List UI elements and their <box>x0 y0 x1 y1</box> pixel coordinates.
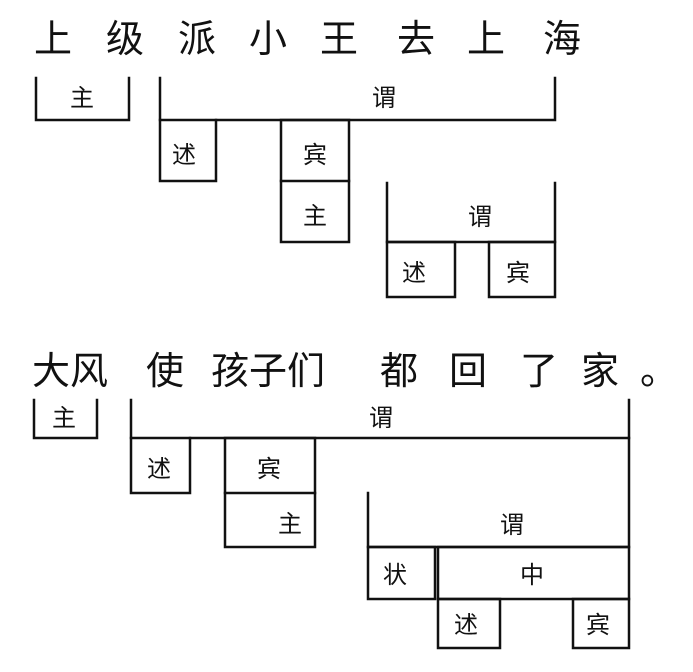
sentence-2-word: 家 <box>581 349 619 393</box>
head-verb-label: 述 <box>454 611 478 639</box>
predicate-bracket <box>129 398 631 440</box>
inner-verb-box <box>385 240 457 299</box>
sentence-2-word: 孩子们 <box>211 349 325 393</box>
subject-bracket <box>34 76 131 122</box>
head-object-box <box>571 597 631 650</box>
object-label: 宾 <box>257 455 281 483</box>
sentence-1-word: 上 <box>34 17 72 61</box>
subject-bracket <box>32 398 99 440</box>
inner-verb-label: 述 <box>402 259 426 287</box>
verb-box <box>158 118 218 183</box>
head-object-label: 宾 <box>586 611 610 639</box>
predicate-bracket <box>158 76 557 122</box>
sentence-1-word: 上 <box>467 17 505 61</box>
inner-predicate-label: 谓 <box>500 511 524 539</box>
subject-label: 主 <box>70 84 94 112</box>
sentence-2-structure: 主 谓 述 宾 主 谓 状 中 述 宾 <box>32 398 631 650</box>
inner-object-label: 宾 <box>506 259 530 287</box>
sentence-1-word: 派 <box>178 17 216 61</box>
sentence-2-text: 大风 使 孩子们 都 回 了 家 。 <box>32 349 678 393</box>
sentence-1-word: 级 <box>106 17 144 61</box>
inner-predicate-bracket <box>366 436 631 549</box>
sentence-1-text: 上 级 派 小 王 去 上 海 <box>34 17 581 61</box>
sentence-2-word: 。 <box>640 349 678 393</box>
sentence-2-word: 都 <box>380 349 418 393</box>
head-label: 中 <box>520 561 544 589</box>
sentence-2-word: 大风 <box>32 349 108 393</box>
verb-label: 述 <box>172 141 196 169</box>
subject-label: 主 <box>52 404 76 432</box>
head-box <box>436 545 631 601</box>
head-verb-box <box>436 597 502 650</box>
sentence-1-structure: 主 谓 述 宾 主 谓 述 宾 <box>34 76 557 299</box>
sentence-1-word: 小 <box>249 17 287 61</box>
predicate-label: 谓 <box>372 84 396 112</box>
verb-label: 述 <box>147 455 171 483</box>
inner-predicate-label: 谓 <box>468 203 492 231</box>
adverbial-box <box>366 545 437 601</box>
sentence-1-word: 去 <box>397 17 435 61</box>
inner-predicate-bracket <box>385 181 557 244</box>
sentence-1-word: 海 <box>543 17 581 61</box>
predicate-label: 谓 <box>369 404 393 432</box>
sentence-2-word: 使 <box>146 349 184 393</box>
adverbial-label: 状 <box>383 561 407 589</box>
sentence-2-word: 了 <box>520 349 558 393</box>
sentence-2-word: 回 <box>449 349 487 393</box>
verb-box <box>129 436 192 495</box>
pivot-subject-label: 主 <box>303 202 327 230</box>
inner-object-box <box>487 240 557 299</box>
pivot-subject-label: 主 <box>278 510 302 538</box>
object-label: 宾 <box>303 141 327 169</box>
sentence-1-word: 王 <box>320 17 358 61</box>
